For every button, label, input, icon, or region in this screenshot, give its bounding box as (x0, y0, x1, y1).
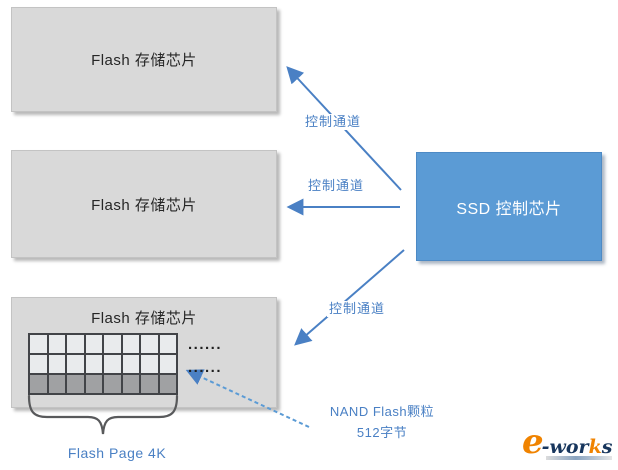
nand-cell (141, 335, 158, 353)
nand-cell (30, 375, 47, 393)
eworks-logo: e-works (522, 425, 616, 467)
eworks-logo-text: -works (542, 436, 613, 458)
nand-cell (159, 355, 176, 373)
nand-cell (48, 355, 65, 373)
nand-cell (122, 375, 139, 393)
nand-cell (67, 375, 84, 393)
nand-cell (85, 375, 102, 393)
ellipsis-row-2: ...... (188, 359, 223, 376)
nand-cell (104, 335, 121, 353)
ssd-controller-box: SSD 控制芯片 (416, 152, 602, 261)
nand-cell (67, 355, 84, 373)
nand-cell (104, 375, 121, 393)
eworks-logo-k: k (588, 436, 602, 458)
nand-cell (85, 335, 102, 353)
eworks-logo-e: e (522, 422, 544, 462)
flash-chip-box-2: Flash 存储芯片 (11, 150, 277, 258)
eworks-logo-s: s (601, 436, 613, 458)
flash-chip-label-3: Flash 存储芯片 (91, 310, 197, 327)
flash-chip-box-1: Flash 存储芯片 (11, 7, 277, 112)
nand-cell (30, 355, 47, 373)
control-channel-arrow-3 (294, 249, 405, 346)
eworks-logo-wor: -wor (541, 436, 589, 458)
control-channel-label-3: 控制通道 (327, 301, 388, 317)
nand-cell (141, 375, 158, 393)
nand-cell (159, 335, 176, 353)
nand-cell (67, 335, 84, 353)
flash-chip-label-2: Flash 存储芯片 (91, 196, 197, 214)
nand-annotation-line-2: 512字节 (356, 425, 408, 440)
nand-cell (122, 335, 139, 353)
flash-chip-label-1: Flash 存储芯片 (91, 52, 197, 69)
control-channel-label-1: 控制通道 (303, 114, 364, 130)
ellipsis-row-1: ...... (188, 336, 223, 353)
nand-cell (122, 355, 139, 373)
nand-annotation-text: NAND Flash颗粒 512字节 (322, 401, 442, 443)
nand-cell (141, 355, 158, 373)
flash-page-label: Flash Page 4K (67, 445, 167, 461)
nand-cell (30, 335, 47, 353)
nand-cell (104, 355, 121, 373)
nand-annotation-line-1: NAND Flash颗粒 (329, 404, 435, 419)
nand-cell (85, 355, 102, 373)
control-channel-label-2: 控制通道 (306, 178, 367, 194)
nand-cell (48, 335, 65, 353)
nand-cell (48, 375, 65, 393)
ssd-controller-label: SSD 控制芯片 (456, 200, 562, 218)
nand-grid (28, 333, 178, 395)
nand-cell (159, 375, 176, 393)
